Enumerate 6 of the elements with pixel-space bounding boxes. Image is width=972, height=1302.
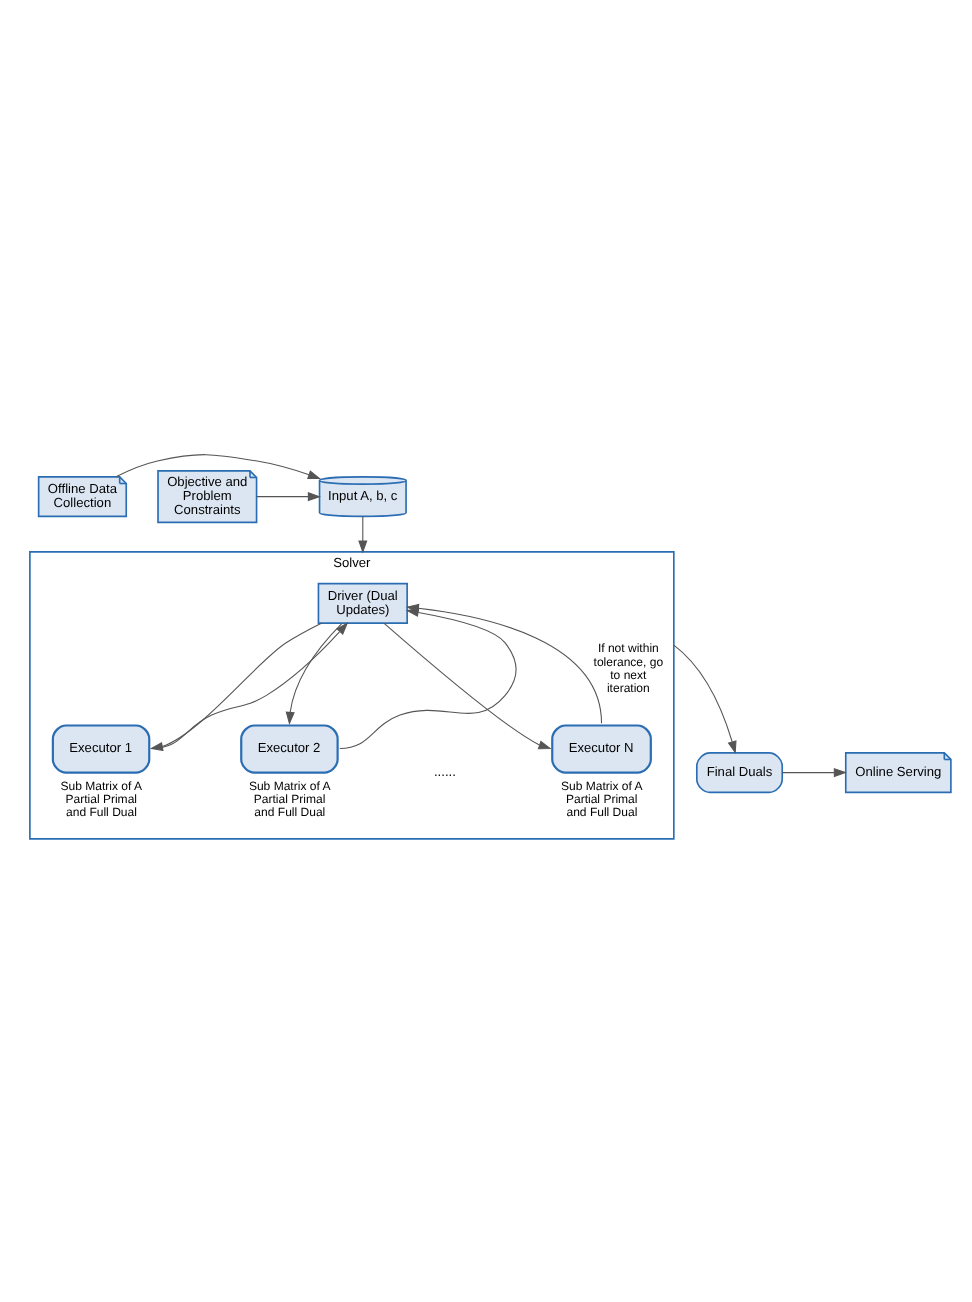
arrow xyxy=(256,492,321,502)
arrow xyxy=(358,515,368,554)
arrow xyxy=(383,622,552,750)
arrow xyxy=(673,644,737,755)
arrow xyxy=(781,768,847,778)
arrow xyxy=(285,622,343,725)
